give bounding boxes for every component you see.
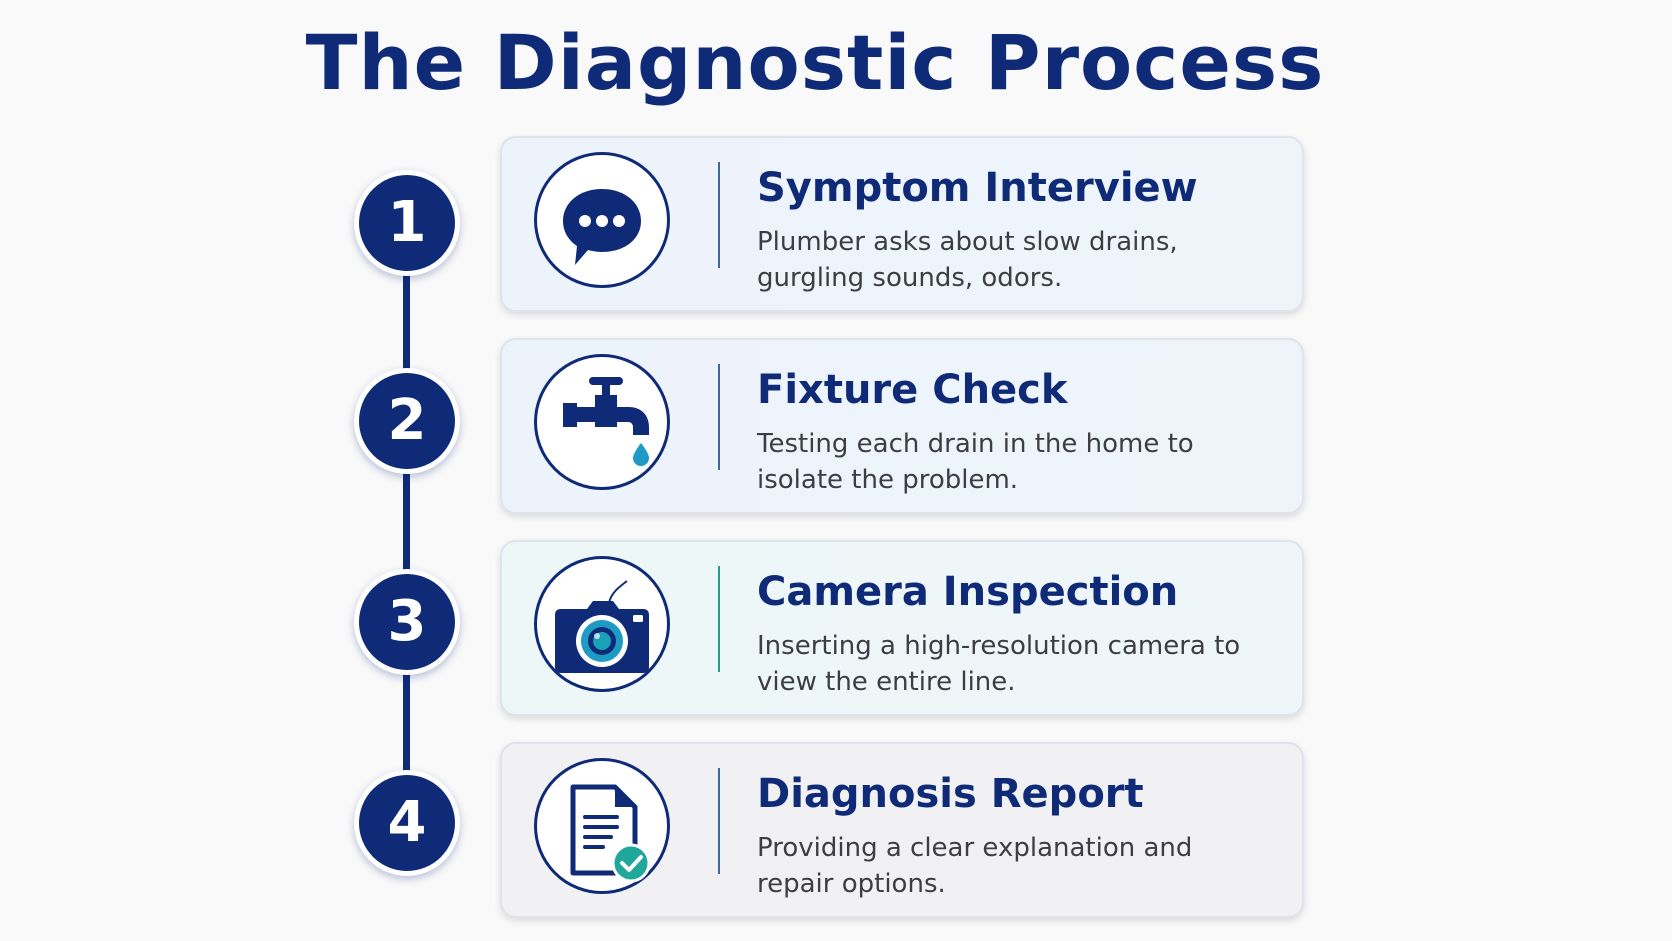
step-badge-3: 3 bbox=[354, 569, 460, 675]
step-card-fixture-check: Fixture Check Testing each drain in the … bbox=[500, 338, 1304, 514]
camera-icon bbox=[555, 580, 649, 673]
card-description: Inserting a high-resolution camera to vi… bbox=[757, 631, 1241, 697]
icon-circle bbox=[534, 354, 670, 490]
step-card-symptom-interview: Symptom Interview Plumber asks about slo… bbox=[500, 136, 1304, 312]
faucet-icon bbox=[563, 377, 649, 466]
timeline-connector bbox=[403, 222, 410, 822]
step-card-diagnosis-report: Diagnosis Report Providing a clear expla… bbox=[500, 742, 1304, 918]
step-badge-4: 4 bbox=[354, 770, 460, 876]
card-divider bbox=[718, 566, 720, 672]
document-check-icon bbox=[570, 784, 651, 883]
card-divider bbox=[718, 162, 720, 268]
card-divider bbox=[718, 768, 720, 874]
icon-circle bbox=[534, 152, 670, 288]
icon-circle bbox=[534, 556, 670, 692]
step-card-camera-inspection: Camera Inspection Inserting a high-resol… bbox=[500, 540, 1304, 716]
card-description: Testing each drain in the home to isolat… bbox=[757, 429, 1194, 495]
card-description: Plumber asks about slow drains, gurgling… bbox=[757, 227, 1178, 293]
card-title: Diagnosis Report bbox=[757, 771, 1144, 817]
chat-bubble-icon bbox=[563, 189, 641, 265]
page-title: The Diagnostic Process bbox=[305, 18, 1325, 107]
card-title: Fixture Check bbox=[757, 367, 1068, 413]
icon-circle bbox=[534, 758, 670, 894]
step-badge-1: 1 bbox=[354, 170, 460, 276]
card-divider bbox=[718, 364, 720, 470]
card-title: Symptom Interview bbox=[757, 165, 1198, 211]
card-title: Camera Inspection bbox=[757, 569, 1179, 615]
step-badge-2: 2 bbox=[354, 368, 460, 474]
card-description: Providing a clear explanation and repair… bbox=[757, 833, 1193, 899]
